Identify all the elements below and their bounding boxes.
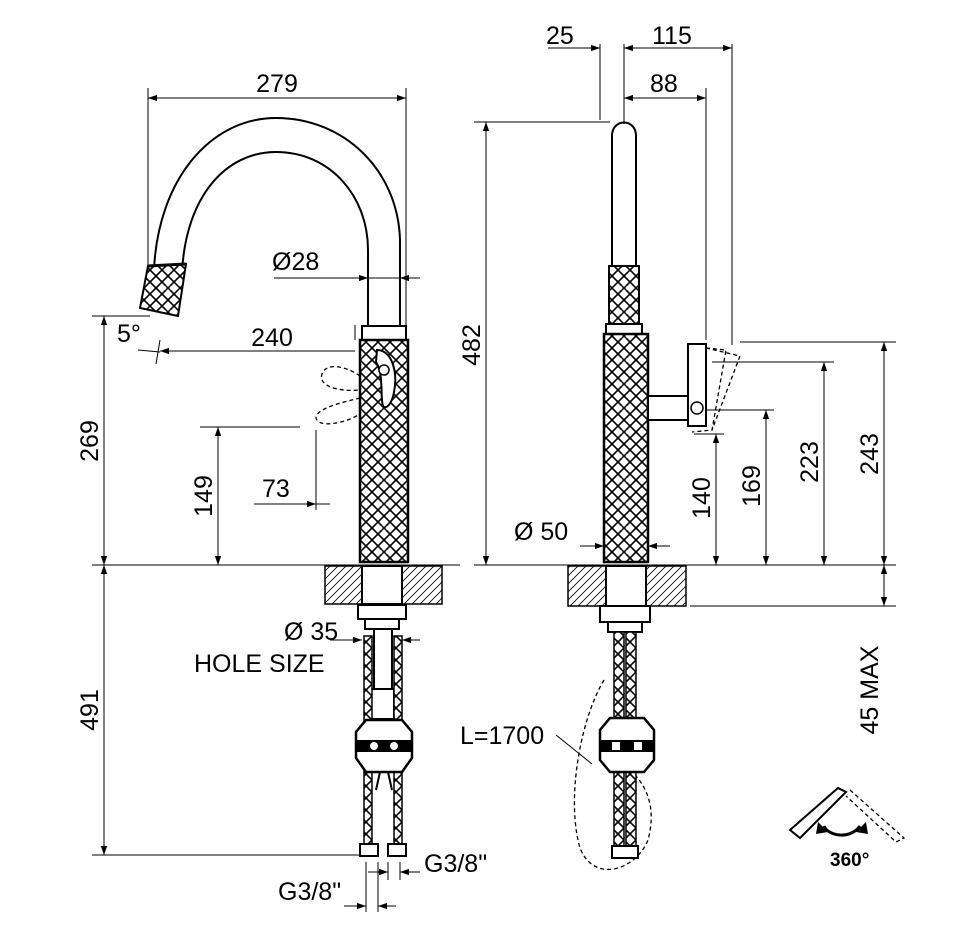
top-88-label: 88 bbox=[650, 70, 678, 98]
hose-length-label: L=1700 bbox=[460, 722, 544, 750]
reach-240-label: 240 bbox=[251, 324, 293, 352]
thread-right-label: G3/8" bbox=[424, 850, 487, 878]
thread-left-label: G3/8" bbox=[278, 878, 341, 906]
rotation-label: 360° bbox=[830, 850, 869, 871]
top-115-label: 115 bbox=[652, 22, 692, 50]
diameter-28-label: Ø28 bbox=[272, 248, 319, 276]
width-279-label: 279 bbox=[256, 70, 298, 98]
top-25-label: 25 bbox=[546, 22, 574, 50]
angle-5-label: 5° bbox=[117, 320, 141, 348]
front-view: 279 Ø28 240 5° 269 149 73 Ø 35 HOLE SIZE… bbox=[76, 70, 487, 912]
height-482-label: 482 bbox=[458, 324, 486, 366]
height-169-label: 169 bbox=[738, 465, 766, 507]
side-view: 25 115 88 482 Ø 50 140 169 223 243 45 MA… bbox=[458, 22, 906, 871]
body-diameter-label: Ø 50 bbox=[514, 518, 568, 546]
hole-size-label: HOLE SIZE bbox=[194, 650, 325, 678]
height-140-label: 140 bbox=[688, 477, 716, 519]
height-149-label: 149 bbox=[190, 475, 218, 517]
height-491-label: 491 bbox=[76, 689, 104, 731]
hole-diameter-label: Ø 35 bbox=[284, 618, 338, 646]
height-269-label: 269 bbox=[76, 420, 104, 462]
height-223-label: 223 bbox=[796, 441, 824, 483]
height-243-label: 243 bbox=[856, 433, 884, 475]
offset-73-label: 73 bbox=[262, 475, 290, 503]
max-45-label: 45 MAX bbox=[856, 645, 884, 734]
swivel-rotation-icon bbox=[788, 786, 906, 843]
